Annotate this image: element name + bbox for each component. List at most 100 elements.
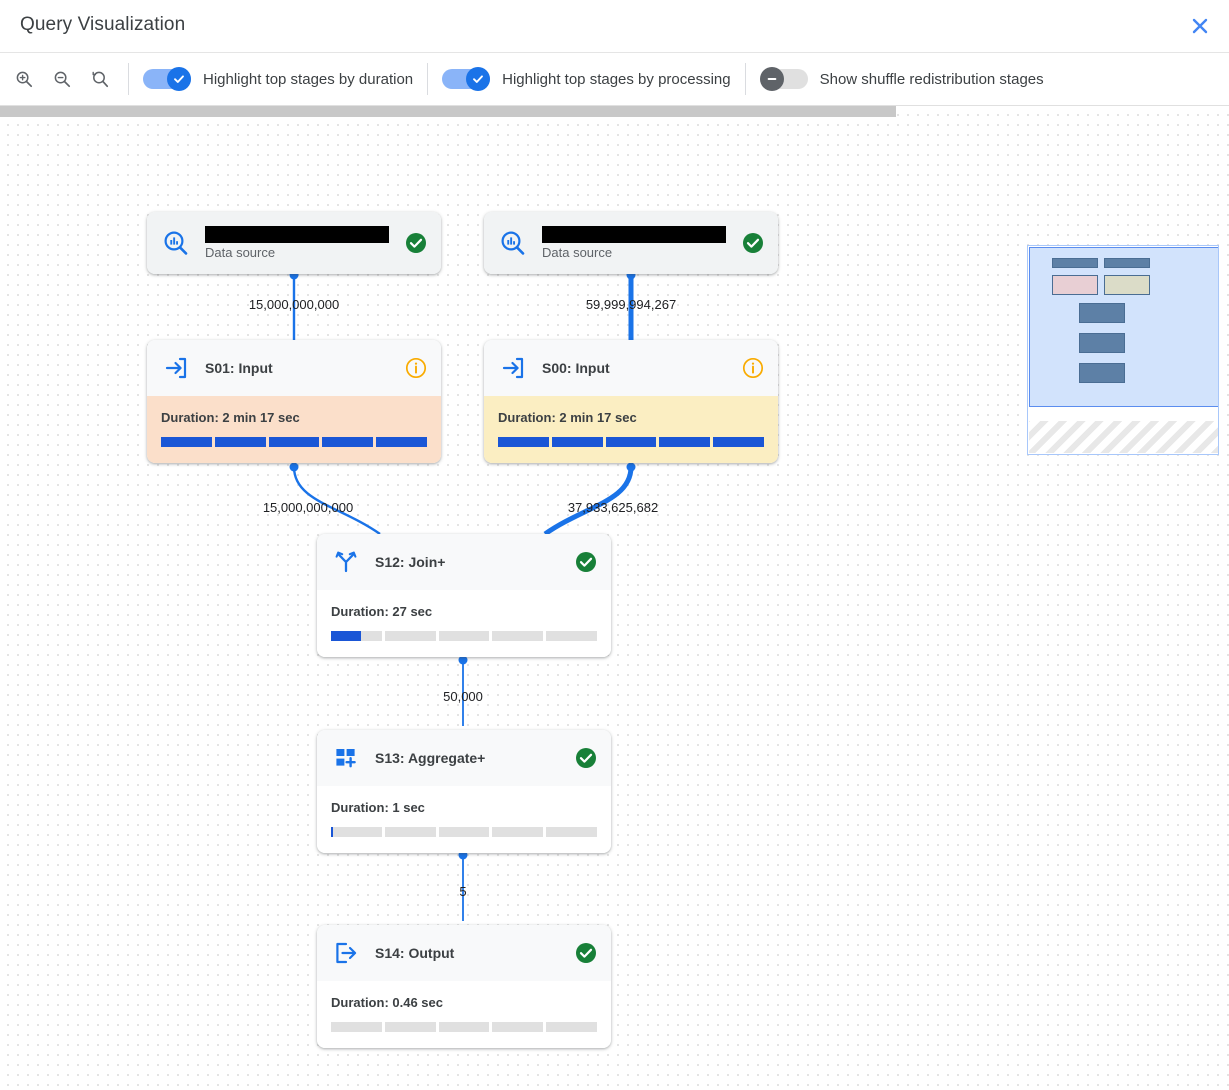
toggle-shuffle-stages[interactable]: Show shuffle redistribution stages (759, 67, 1044, 91)
switch-thumb (167, 67, 191, 91)
toggle-highlight-duration-switch[interactable] (143, 67, 191, 91)
zoom-reset-button[interactable] (86, 65, 114, 93)
minimap-node (1104, 258, 1150, 268)
progress-bar (331, 1022, 597, 1032)
toggle-highlight-duration[interactable]: Highlight top stages by duration (143, 67, 413, 91)
page-title: Query Visualization (20, 14, 186, 35)
node-body: Duration: 2 min 17 sec (484, 396, 778, 463)
progress-segment (331, 631, 382, 641)
node-stage-s00[interactable]: S00: Input Duration: 2 min 17 sec (484, 340, 778, 463)
toolbar-divider (427, 63, 429, 95)
progress-segment (659, 437, 711, 447)
switch-thumb (466, 67, 491, 91)
toolbar-divider (744, 63, 746, 95)
node-data-source-left[interactable]: Data source (147, 212, 441, 274)
node-title: S12: Join+ (375, 554, 446, 570)
node-title: S01: Input (205, 360, 273, 376)
progress-segment (161, 437, 212, 447)
toggle-highlight-duration-label: Highlight top stages by duration (203, 70, 414, 88)
node-header: S00: Input (484, 340, 778, 396)
output-arrow-icon (331, 938, 361, 968)
minimap-offscreen-area (1029, 421, 1218, 453)
duration-label: Duration: 1 sec (331, 800, 425, 815)
toggle-highlight-processing[interactable]: Highlight top stages by processing (442, 67, 731, 91)
node-stage-s01[interactable]: S01: Input Duration: 2 min 17 sec (147, 340, 441, 463)
zoom-in-icon (16, 71, 33, 88)
node-title: S14: Output (375, 945, 455, 961)
duration-label: Duration: 0.46 sec (331, 995, 443, 1010)
close-icon (1192, 18, 1208, 34)
progress-segment (546, 827, 597, 837)
node-data-source-right[interactable]: Data source (484, 212, 778, 274)
toolbar-divider (128, 63, 129, 95)
input-arrow-icon (498, 353, 528, 383)
progress-segment (546, 631, 597, 641)
node-header: S14: Output (317, 925, 611, 981)
progress-segment (214, 437, 266, 447)
minimap-node (1104, 275, 1150, 295)
redacted-title (542, 226, 726, 243)
edge-label: 5 (459, 884, 467, 899)
edge-label: 37,933,625,682 (567, 500, 659, 515)
status-badge-success (742, 232, 764, 254)
node-body: Duration: 1 sec (317, 786, 611, 853)
node-title: S00: Input (542, 360, 610, 376)
node-titles: S13: Aggregate+ (375, 750, 575, 766)
check-icon (473, 75, 484, 83)
node-subtitle: Data source (205, 245, 276, 260)
progress-segment (546, 1022, 597, 1032)
minimap-node (1079, 303, 1125, 323)
duration-label: Duration: 27 sec (331, 604, 433, 619)
progress-segment (322, 437, 374, 447)
aggregate-icon (331, 743, 361, 773)
zoom-in-button[interactable] (10, 65, 38, 93)
edge-label: 15,000,000,000 (248, 297, 340, 312)
progress-bar (161, 437, 427, 447)
node-stage-s13[interactable]: S13: Aggregate+ Duration: 1 sec (317, 730, 611, 853)
node-titles: S01: Input (205, 360, 405, 376)
zoom-controls (0, 65, 114, 93)
node-titles: Data source (205, 226, 405, 260)
progress-segment (498, 437, 549, 447)
progress-segment (492, 827, 544, 837)
minimap[interactable] (1027, 245, 1219, 455)
status-badge-info[interactable] (742, 357, 764, 379)
minus-icon (767, 78, 776, 80)
minimap-node (1079, 333, 1125, 353)
zoom-reset-icon (92, 71, 109, 88)
toggle-highlight-processing-switch[interactable] (442, 67, 491, 91)
toggle-highlight-processing-label: Highlight top stages by processing (502, 70, 731, 88)
status-badge-info[interactable] (405, 357, 427, 379)
visualization-toolbar: Highlight top stages by duration Highlig… (0, 53, 1229, 106)
minimap-viewport[interactable] (1029, 247, 1218, 407)
node-header: S13: Aggregate+ (317, 730, 611, 786)
node-titles: S12: Join+ (375, 554, 575, 570)
redacted-title (205, 226, 389, 243)
progress-segment (384, 827, 436, 837)
toggle-shuffle-stages-label: Show shuffle redistribution stages (819, 70, 1044, 88)
node-stage-s14[interactable]: S14: Output Duration: 0.46 sec (317, 925, 611, 1048)
node-header: S12: Join+ (317, 534, 611, 590)
close-button[interactable] (1185, 11, 1215, 41)
horizontal-scrollbar[interactable] (0, 106, 896, 117)
toggle-shuffle-stages-switch[interactable] (759, 67, 808, 91)
edge-label: 59,999,994,267 (585, 297, 677, 312)
progress-bar (331, 631, 597, 641)
progress-segment (384, 1022, 436, 1032)
input-arrow-icon (161, 353, 191, 383)
progress-segment (438, 827, 490, 837)
progress-segment (438, 1022, 490, 1032)
node-titles: S00: Input (542, 360, 742, 376)
status-badge-success (575, 551, 597, 573)
node-title: S13: Aggregate+ (375, 750, 486, 766)
query-source-icon (161, 228, 191, 258)
status-badge-success (405, 232, 427, 254)
check-icon (174, 75, 184, 83)
graph-canvas[interactable]: 15,000,000,000 59,999,994,267 15,000,000… (0, 106, 1229, 1090)
zoom-out-icon (54, 71, 71, 88)
node-body: Duration: 2 min 17 sec (147, 396, 441, 463)
node-titles: S14: Output (375, 945, 575, 961)
node-stage-s12[interactable]: S12: Join+ Duration: 27 sec (317, 534, 611, 657)
zoom-out-button[interactable] (48, 65, 76, 93)
node-titles: Data source (542, 226, 742, 260)
